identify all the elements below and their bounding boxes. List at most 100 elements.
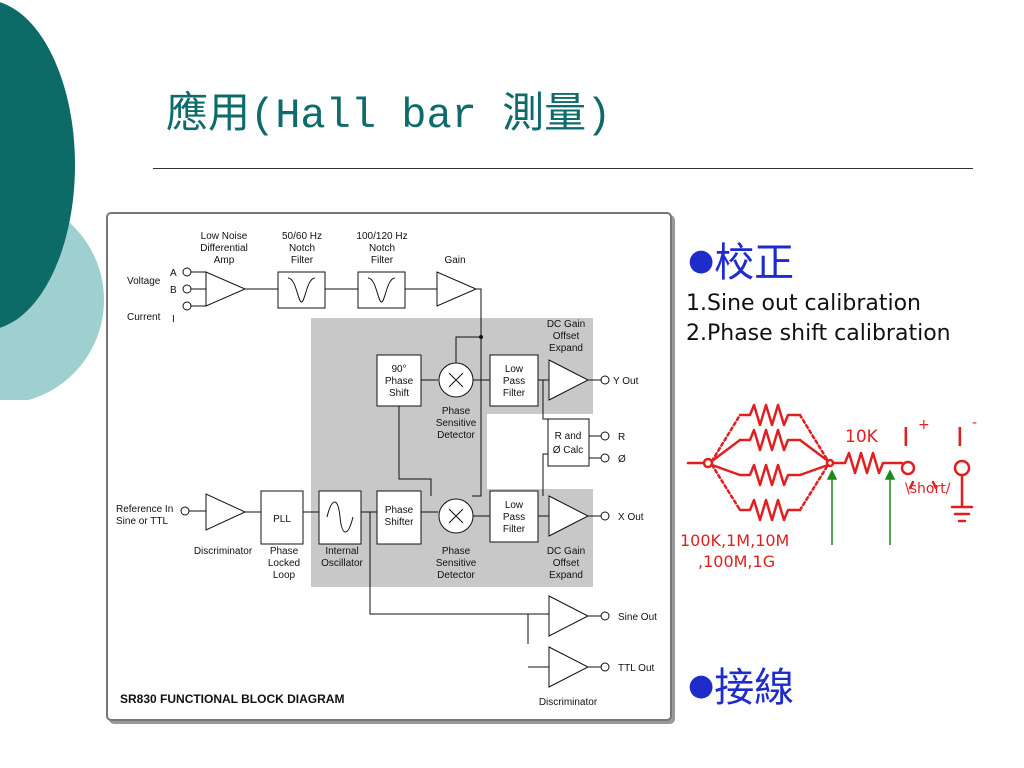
notch-filter-icon [287,277,316,303]
gain-label: Gain [444,255,465,266]
lpf-bottom-label-1: Low [505,500,524,511]
notch-filter-100-120 [357,271,406,309]
sketch-terminal-2 [953,459,971,477]
current-minus-sign: - [972,415,977,431]
load-values-line-1: 100K,1M,10M [680,531,789,550]
pll-block [260,490,304,545]
dc-gain-top-label-2: Offset [553,331,580,342]
dc-gain-bottom-label-3: Expand [549,570,583,581]
phi-out-label: Ø [618,454,626,465]
dc-gain-top-label-3: Expand [549,343,583,354]
sketch-outer-branches [710,413,742,512]
input-a-label: A [170,268,177,279]
gain-amp [436,271,478,307]
block-diagram-canvas: Voltage A B Current I Low Noise Differen… [116,231,657,708]
r-phi-calc-block [547,418,590,467]
r-phi-output-wires [589,435,601,459]
input-b-terminal [182,284,192,294]
calibration-step-1: 1.Sine out calibration [686,291,921,316]
load-values-line-2: ,100M,1G [698,552,775,571]
r-calc-label-2: Ø Calc [553,445,584,456]
resistor-value-label: 10K [845,427,879,447]
multiply-icon [448,372,464,388]
voltage-label: Voltage [127,276,161,287]
phase-shifter-block [376,490,422,545]
y-out-terminal [600,375,610,385]
osc-to-outputs-wire [369,512,529,644]
x-out-label: X Out [618,512,644,523]
low-pass-filter-bottom [489,490,539,543]
wiring-heading: ●接線 [688,668,794,708]
psd-top-label-1: Phase [442,406,471,417]
discriminator-label: Discriminator [194,546,253,557]
pll-label-3: Loop [273,570,296,581]
notch-filter-icon [367,277,396,303]
osc-label-1: Internal [325,546,358,557]
lpf-bottom-label-2: Pass [503,512,525,523]
notch2-label-2: Notch [369,243,395,254]
short-marks [908,480,938,490]
current-label: Current [127,312,161,323]
block-diagram: Voltage A B Current I Low Noise Differen… [106,212,672,721]
shifter-label-2: Shifter [385,517,415,528]
lpf-top-label-1: Low [505,364,524,375]
pll-label-2: Locked [268,558,300,569]
amp-label-1: Low Noise [201,231,248,242]
input-wires [191,271,206,307]
dc-gain-amp-bottom [548,495,590,537]
pll-label-1: Phase [270,546,299,557]
phase90-label-3: Shift [389,388,409,399]
discriminator-2-label: Discriminator [539,697,598,708]
y-out-label: Y Out [613,376,639,387]
ttl-out-label: TTL Out [618,663,655,674]
reference-in-terminal [180,506,190,516]
wiring-sketch: 10K I + I - \short/ 100K,1M,10M ,100M,1G [680,403,977,571]
phi-out-terminal [600,453,610,463]
x-out-terminal [600,511,610,521]
multiply-icon [448,508,464,524]
slide-title: 應用(Hall bar 測量) [166,92,611,140]
reference-label-1: Reference In [116,504,173,515]
phase90-label-1: 90° [391,364,406,375]
decorative-shapes [0,2,104,400]
title-part-2: (Hall bar [250,92,503,140]
sketch-resistor-2 [738,428,802,452]
sketch-resistor-10k [831,451,904,475]
sketch-resistor-4 [738,498,802,522]
current-minus-label: I [956,423,964,453]
r-out-terminal [600,431,610,441]
bullet-dot: ● [688,243,715,278]
calibration-step-2: 2.Phase shift calibration [686,321,951,346]
notch-filter-50-60 [277,271,326,309]
discriminator-amp [205,493,247,531]
sketch-resistor-3 [738,463,802,487]
sketch-inner-merge [798,438,830,477]
shifter-wires [398,406,438,513]
notch1-label-2: Notch [289,243,315,254]
short-label: \short/ [905,481,951,497]
notch1-label-1: 50/60 Hz [282,231,322,242]
ttl-discriminator-amp [548,646,590,688]
lpf-bottom-label-3: Filter [503,524,526,535]
calibration-heading: ●校正 [688,243,794,283]
ttl-out-terminal [600,662,610,672]
diagram-caption: SR830 FUNCTIONAL BLOCK DIAGRAM [120,692,344,706]
sine-out-amp [548,595,590,637]
psd-bottom-label-3: Detector [437,570,475,581]
dc-gain-top-label-1: DC Gain [547,319,585,330]
current-plus-sign: + [918,417,930,433]
title-underline [153,168,973,169]
notch1-label-3: Filter [291,255,314,266]
dc-gain-bottom-label-2: Offset [553,558,580,569]
notch2-label-1: 100/120 Hz [356,231,407,242]
dc-gain-amp-top [548,359,590,401]
reference-label-2: Sine or TTL [116,516,168,527]
bullet-dot: ● [688,668,715,703]
psd-top-label-2: Sensitive [436,418,477,429]
dark-teal-circle [0,2,75,328]
psd-top-label-3: Detector [437,430,475,441]
sketch-outer-merge [798,413,830,512]
green-arrow-1-head [826,469,838,480]
notch2-label-3: Filter [371,255,394,266]
amp-label-2: Differential [200,243,248,254]
